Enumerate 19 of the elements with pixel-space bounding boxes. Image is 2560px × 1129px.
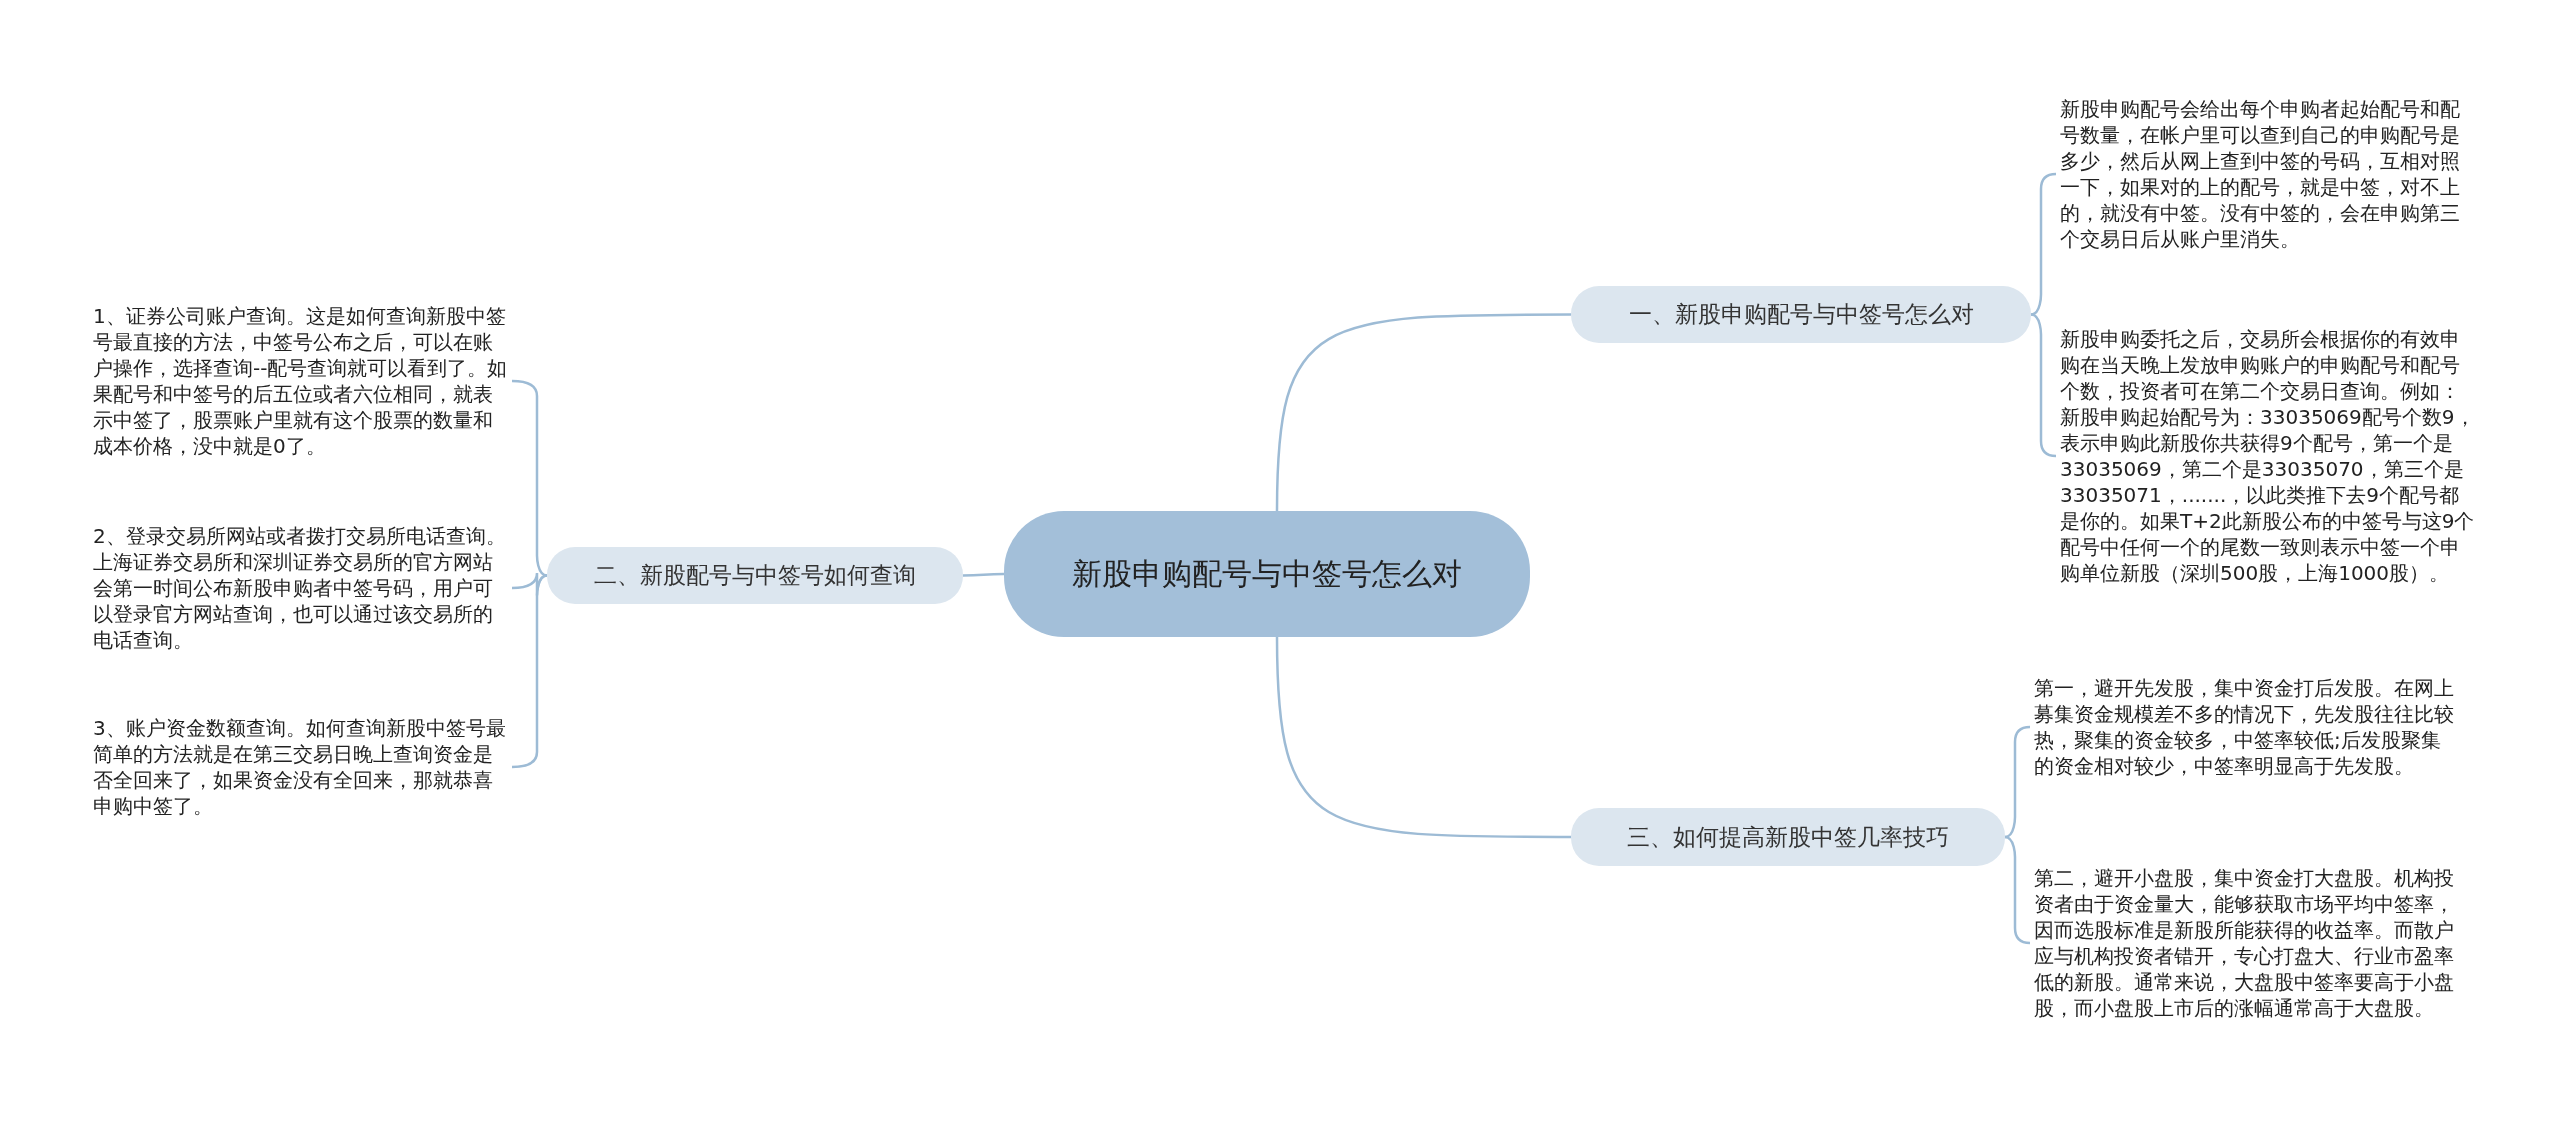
note-text: 1、证券公司账户查询。这是如何查询新股中签号最直接的方法，中签号公布之后，可以在账户操作，选择查询--配号查询就可以看到了。如果配号和中签号的后五位或者六位相同，就表示中签了，股票账户里就有这个股票的数量和成本价格，没中就是0了。 [93,300,508,462]
connector-line [2004,835,2031,945]
note-text: 第二，避开小盘股，集中资金打大盘股。机构投资者由于资金量大，能够获取市场平均中签率，因而选股标准是新股所能获得的收益率。而散户应与机构投资者错开，专心打盘大、行业市盈率低的新股。通常来说，大盘股中签率要高于小盘股，而小盘股上市后的涨幅通常高于大盘股。 [2034,847,2454,1039]
note-text: 第一，避开先发股，集中资金打后发股。在网上募集资金规模差不多的情况下，先发股往往比较热，聚集的资金较多，中签率较低;后发股聚集的资金相对较少，中签率明显高于先发股。 [2034,659,2454,795]
connector-line [2030,313,2057,458]
note-text: 新股申购配号会给出每个申购者起始配号和配号数量，在帐户里可以查到自己的申购配号是多少，然后从网上查到中签的号码，互相对照一下，如果对的上的配号，就是中签，对不上的，就没有中签。没有中签的，会在申购第三个交易日后从账户里消失。 [2060,93,2475,255]
branch-topic: 一、新股申购配号与中签号怎么对 [1571,286,2031,343]
connector-line [963,572,1004,577]
central-topic: 新股申购配号与中签号怎么对 [1004,511,1530,637]
branch-topic: 二、新股配号与中签号如何查询 [547,547,963,604]
connector-line [2004,725,2031,839]
branch-topic: 三、如何提高新股中签几率技巧 [1571,808,2005,866]
connector-line [1275,636,1571,839]
note-text: 3、账户资金数额查询。如何查询新股中签号最简单的方法就是在第三交易日晚上查询资金是否全回来了，如果资金没有全回来，那就恭喜申购中签了。 [93,712,508,822]
note-text: 2、登录交易所网站或者拨打交易所电话查询。上海证券交易所和深圳证券交易所的官方网站会第一时间公布新股申购者中签号码，用户可以登录官方网站查询，也可以通过该交易所的电话查询。 [93,520,508,656]
connector-line [511,574,548,769]
connector-line [2030,172,2057,316]
note-text: 新股申购委托之后，交易所会根据你的有效申购在当天晚上发放申购账户的申购配号和配号个数，投资者可在第二个交易日查询。例如：新股申购起始配号为：33035069配号个数9，表示申购此新股你共获得9个配号，第一个是33035069，第二个是33035070，第三个是33035071，.......，以此类推下去9个配号都是你的。如果T+2此新股公布的中签号与这9个配号中任何一个的尾数一致则表示中签一个申购单位新股（深圳500股，上海1000股）。 [2060,308,2475,604]
connector-line [1275,313,1571,512]
